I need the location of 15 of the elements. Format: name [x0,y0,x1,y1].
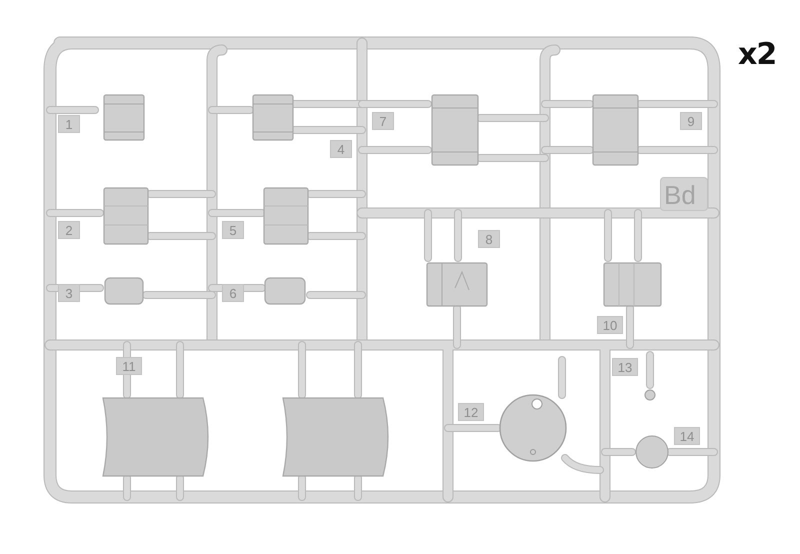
part-number-tag: 4 [330,140,352,158]
part-number-tag: 14 [674,427,700,445]
part-number-tag: 8 [478,230,500,248]
part-number-tag: 11 [116,357,142,375]
part-number-tag: 13 [612,358,638,376]
part-number-tag: 3 [58,284,80,302]
part-number-tag: 12 [458,403,484,421]
part-number-tag: 10 [597,316,623,334]
part-number-tag: 9 [680,112,702,130]
part-number-tag: 6 [222,284,244,302]
part-number-tag: 7 [372,112,394,130]
quantity-label: x2 [738,38,778,74]
part-number-tag: 1 [58,115,80,133]
part-number-tag: 2 [58,221,80,239]
part-number-tag: 5 [222,221,244,239]
